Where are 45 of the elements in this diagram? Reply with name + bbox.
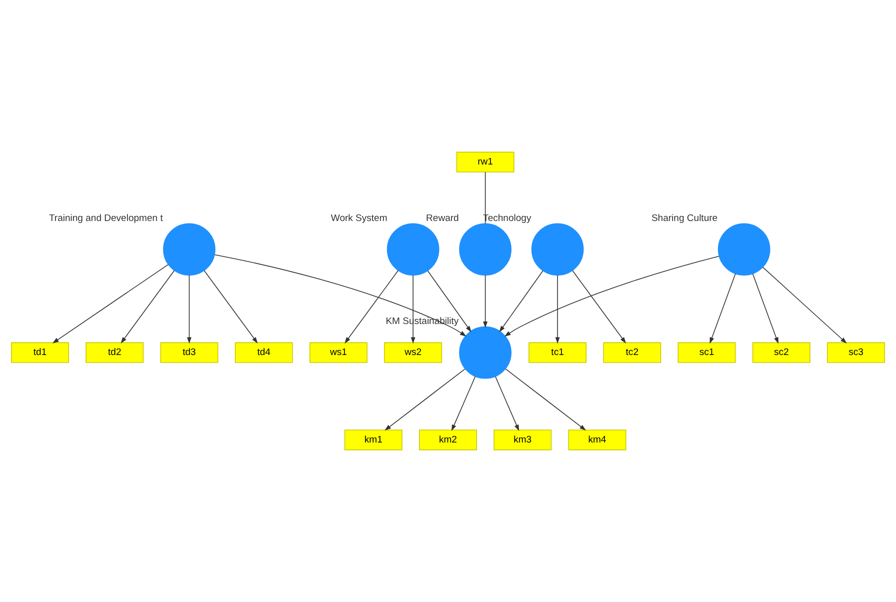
node-circle bbox=[718, 223, 770, 276]
arrow bbox=[187, 274, 192, 344]
arrow bbox=[410, 274, 416, 344]
node-box: rw1 bbox=[456, 152, 514, 172]
node-box: sc2 bbox=[752, 342, 810, 363]
arrow bbox=[499, 270, 544, 332]
arrow bbox=[710, 273, 736, 344]
node-label: Reward bbox=[426, 212, 459, 224]
arrow bbox=[505, 368, 586, 431]
arrow bbox=[572, 270, 626, 344]
arrow bbox=[214, 254, 466, 336]
node-box: km2 bbox=[419, 430, 477, 450]
connector bbox=[484, 172, 486, 224]
arrow bbox=[483, 274, 488, 328]
arrow bbox=[204, 270, 258, 344]
arrow bbox=[452, 376, 476, 432]
node-label: Work System bbox=[330, 212, 388, 224]
node-label: Training and Developmen t bbox=[48, 212, 163, 224]
node-circle bbox=[386, 223, 440, 276]
arrow bbox=[762, 266, 847, 344]
node-circle bbox=[531, 223, 584, 276]
node-box: km1 bbox=[344, 430, 402, 450]
node-circle bbox=[459, 223, 512, 276]
node-label: Sharing Culture bbox=[651, 212, 718, 224]
arrow bbox=[504, 256, 720, 337]
arrow bbox=[495, 376, 520, 432]
node-box: sc1 bbox=[678, 342, 736, 363]
arrow bbox=[344, 270, 399, 344]
arrow bbox=[384, 368, 466, 431]
node-box: td2 bbox=[86, 342, 144, 363]
node-box: km4 bbox=[568, 430, 626, 450]
node-box: km3 bbox=[494, 430, 552, 450]
node-box: td4 bbox=[234, 342, 293, 363]
node-box: tc1 bbox=[528, 342, 586, 363]
node-box: td1 bbox=[11, 342, 69, 363]
node-box: tc2 bbox=[603, 342, 662, 363]
arrow bbox=[120, 270, 175, 344]
arrow bbox=[752, 273, 778, 344]
node-box: sc3 bbox=[827, 342, 885, 363]
node-box: ws1 bbox=[310, 342, 368, 363]
arrow bbox=[52, 264, 169, 344]
node-box: ws2 bbox=[384, 342, 442, 363]
node-circle bbox=[163, 223, 216, 276]
arrow bbox=[555, 274, 560, 344]
node-box: td3 bbox=[160, 342, 218, 363]
